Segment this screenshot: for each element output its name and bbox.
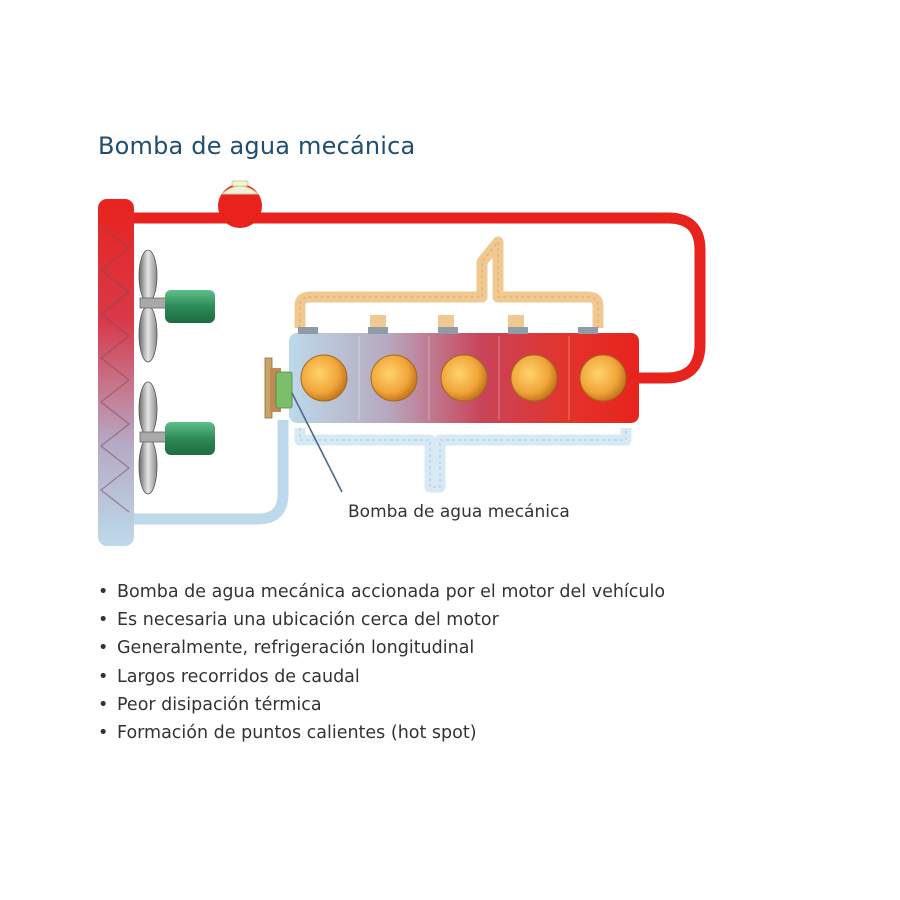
cylinder: [370, 354, 418, 402]
list-item: Es necesaria una ubicación cerca del mot…: [98, 606, 798, 634]
radiator-fan-bottom: [138, 381, 215, 495]
cylinder: [579, 354, 627, 402]
engine-cylinders: [300, 354, 627, 402]
cylinder: [440, 354, 488, 402]
mechanical-water-pump: [264, 357, 293, 419]
list-item: Largos recorridos de caudal: [98, 663, 798, 691]
expansion-tank: [218, 180, 262, 228]
list-item: Bomba de agua mecánica accionada por el …: [98, 578, 798, 606]
slide-title: Bomba de agua mecánica: [98, 132, 416, 160]
list-item: Generalmente, refrigeración longitudinal: [98, 634, 798, 662]
hot-coolant-hose: [130, 212, 706, 384]
radiator: [98, 199, 134, 546]
list-item: Peor disipación térmica: [98, 691, 798, 719]
cold-coolant-hose: [130, 420, 289, 525]
feature-list: Bomba de agua mecánica accionada por el …: [98, 578, 798, 747]
upper-coolant-manifold: [294, 236, 604, 331]
cylinder: [510, 354, 558, 402]
radiator-fan-top: [138, 249, 215, 363]
callout-line: [291, 392, 343, 493]
list-item: Formación de puntos calientes (hot spot): [98, 719, 798, 747]
water-pump-callout-label: Bomba de agua mecánica: [348, 502, 570, 522]
lower-coolant-manifold: [294, 428, 632, 493]
cylinder: [300, 354, 348, 402]
